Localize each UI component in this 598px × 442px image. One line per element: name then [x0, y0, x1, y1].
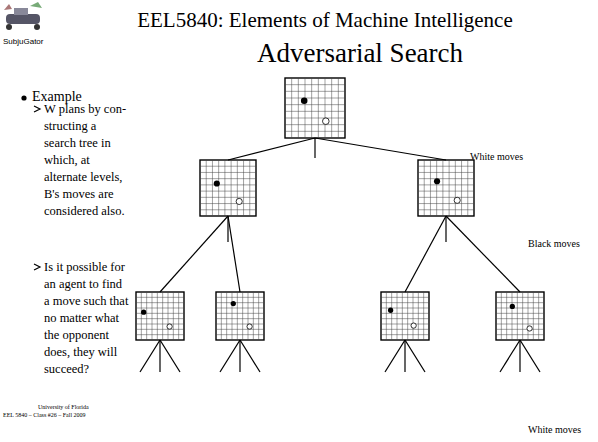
- board: [200, 160, 256, 216]
- branch-line: [228, 216, 240, 292]
- board-grid: [418, 160, 474, 216]
- board-frame: [381, 292, 429, 340]
- branch-line: [519, 340, 520, 372]
- branch-line: [500, 340, 520, 372]
- black-piece: [214, 180, 220, 186]
- board: [285, 78, 345, 138]
- logo: [4, 2, 42, 30]
- board: [381, 292, 429, 340]
- bullet-markers: [21, 95, 40, 270]
- white-piece: [323, 118, 330, 125]
- branch-line: [227, 216, 228, 242]
- branch-line: [404, 340, 405, 372]
- board: [418, 160, 474, 216]
- white-piece: [454, 197, 460, 203]
- footer-text: University of Florida: [38, 404, 89, 410]
- branch-line: [385, 340, 405, 372]
- slide-title: EEL5840: Elements of Machine Intelligenc…: [60, 8, 590, 33]
- level-label: Black moves: [528, 238, 580, 249]
- game-boards: [136, 78, 544, 340]
- board-frame: [496, 292, 544, 340]
- white-piece: [411, 323, 416, 328]
- tree-branches: [140, 138, 540, 372]
- board-frame: [136, 292, 184, 340]
- board-grid: [216, 292, 264, 340]
- black-piece: [510, 304, 515, 309]
- branch-line: [405, 216, 446, 292]
- black-piece: [141, 310, 146, 315]
- branch-line: [160, 340, 180, 372]
- branch-line: [314, 138, 315, 158]
- board-grid: [136, 292, 184, 340]
- board-grid: [496, 292, 544, 340]
- white-piece: [527, 326, 532, 331]
- black-piece: [434, 178, 440, 184]
- branch-line: [446, 216, 520, 292]
- branch-line: [159, 340, 160, 372]
- board-grid: [381, 292, 429, 340]
- white-piece: [236, 198, 242, 204]
- board-grid: [285, 78, 345, 138]
- level-label: White moves: [528, 424, 581, 435]
- bullet-text: W plans by con-structing a search tree i…: [44, 101, 130, 220]
- branch-line: [520, 340, 540, 372]
- white-piece: [247, 324, 252, 329]
- branch-line: [240, 340, 260, 372]
- board: [496, 292, 544, 340]
- board-grid: [200, 160, 256, 216]
- board-frame: [285, 78, 345, 138]
- bullet-text: Is it possible for an agent to find a mo…: [44, 259, 130, 378]
- branch-line: [239, 340, 240, 372]
- board-frame: [200, 160, 256, 216]
- branch-line: [160, 216, 228, 292]
- black-piece: [301, 98, 308, 105]
- board-frame: [216, 292, 264, 340]
- white-piece: [167, 324, 172, 329]
- board-frame: [418, 160, 474, 216]
- branch-line: [140, 340, 160, 372]
- logo-label: SubjuGator: [3, 37, 43, 46]
- board: [216, 292, 264, 340]
- black-piece: [388, 308, 393, 313]
- footer-text: EEL 5840 – Class #26 – Fall 2009: [3, 412, 86, 418]
- branch-line: [228, 138, 315, 160]
- branch-line: [405, 340, 425, 372]
- black-piece: [231, 301, 236, 306]
- board: [136, 292, 184, 340]
- level-label: White moves: [470, 151, 523, 162]
- branch-line: [315, 138, 446, 160]
- slide-subtitle: Adversarial Search: [150, 38, 570, 69]
- branch-line: [220, 340, 240, 372]
- branch-line: [445, 216, 446, 242]
